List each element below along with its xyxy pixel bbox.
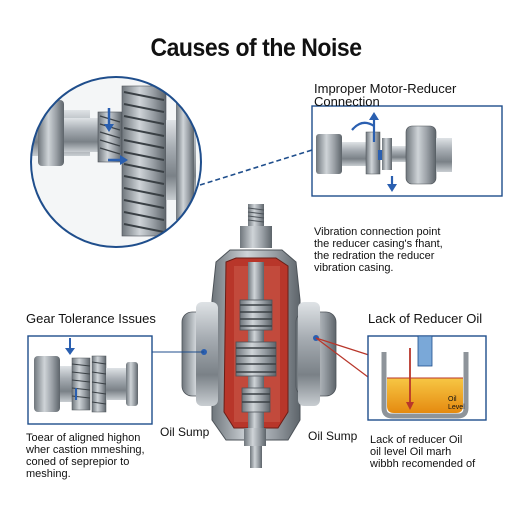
oil-level-label-line: Oil	[448, 396, 457, 403]
motor-connection-heading: Improper Motor-Reducer Connection	[314, 81, 457, 109]
motor-connection-box	[311, 105, 503, 197]
oil-desc-line: wibbh recomended of	[370, 458, 476, 470]
oil-sump-label-left: Oil Sump	[160, 425, 210, 439]
oil-level-box	[367, 335, 487, 421]
oil-desc-line: oil level Oil marh	[370, 446, 452, 458]
motor-connector-line	[199, 149, 313, 186]
gear-desc-line: Toear of aligned highon	[26, 432, 141, 444]
motor-connection-description: Vibration connection point the reducer c…	[314, 226, 443, 274]
gear-desc-line: wher castion mmeshing,	[26, 444, 145, 456]
reducer-oil-heading: Lack of Reducer Oil	[368, 311, 483, 326]
gear-zoom-circle	[30, 76, 202, 248]
gear-tolerance-description: Toear of aligned highon wher castion mme…	[26, 432, 145, 480]
oil-sump-label-right: Oil Sump	[308, 429, 358, 443]
oil-level-label: Oil Level	[448, 396, 465, 412]
gear-tolerance-heading: Gear Tolerance Issues	[26, 311, 156, 326]
gear-desc-line: coned of seprepior to	[26, 456, 130, 468]
motor-desc-line: the redration the reducer	[314, 250, 435, 262]
gear-tolerance-box	[27, 335, 153, 425]
page-title: Causes of the Noise	[150, 34, 362, 62]
gear-desc-line: meshing.	[26, 468, 71, 480]
oil-desc-line: Lack of reducer Oil	[370, 434, 463, 446]
motor-desc-line: Vibration connection point	[314, 226, 441, 238]
motor-desc-line: vibration casing.	[314, 262, 394, 274]
reducer-cutaway	[181, 204, 337, 468]
oil-level-label-line: Level	[448, 404, 465, 411]
reducer-oil-description: Lack of reducer Oil oil level Oil marh w…	[370, 434, 475, 470]
motor-desc-line: the reducer casing's fhant,	[314, 238, 443, 250]
